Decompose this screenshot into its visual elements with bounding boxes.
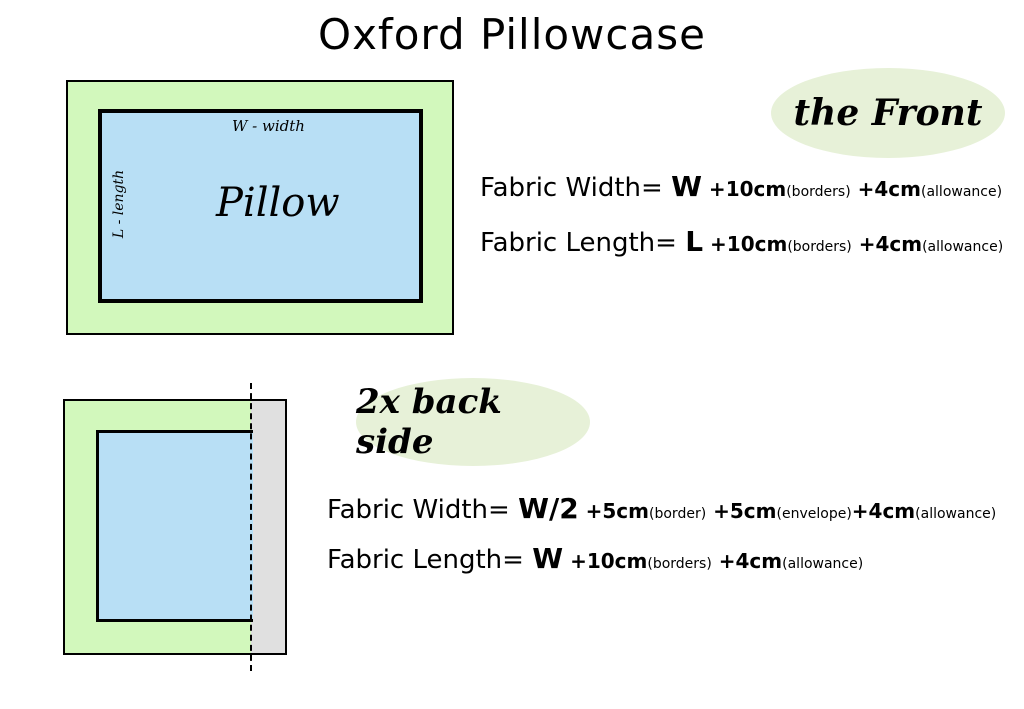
formula-variable: W/2 bbox=[518, 492, 579, 525]
fold-line bbox=[250, 383, 252, 671]
formula-note: (envelope) bbox=[776, 506, 852, 522]
formula-variable: L bbox=[685, 225, 704, 258]
formula-note: (allowance) bbox=[915, 506, 997, 522]
formula-lead: Fabric Width= bbox=[480, 173, 672, 203]
formula-lead: Fabric Length= bbox=[480, 228, 686, 258]
formula-term: +4cm bbox=[851, 499, 916, 523]
formula-term: +10cm bbox=[701, 177, 787, 201]
formula-note: (allowance) bbox=[922, 239, 1004, 255]
formula-term: +10cm bbox=[703, 232, 788, 256]
back-envelope-flap bbox=[251, 401, 285, 653]
back-width-formula: Fabric Width= W/2 +5cm(border) +5cm(enve… bbox=[327, 492, 996, 525]
width-label: W - width bbox=[232, 117, 305, 135]
formula-note: (allowance) bbox=[782, 556, 864, 572]
pillow-label: Pillow bbox=[216, 180, 340, 226]
formula-note: (borders) bbox=[787, 239, 852, 255]
formula-note: (border) bbox=[649, 506, 707, 522]
formula-variable: W bbox=[671, 170, 702, 203]
formula-term: +5cm bbox=[706, 499, 777, 523]
formula-term: +4cm bbox=[711, 549, 783, 573]
formula-term: +10cm bbox=[563, 549, 648, 573]
front-width-formula: Fabric Width= W +10cm(borders) +4cm(allo… bbox=[480, 170, 1002, 203]
back-pillow-panel bbox=[96, 430, 253, 622]
formula-lead: Fabric Width= bbox=[327, 495, 519, 525]
formula-term: +5cm bbox=[578, 499, 650, 523]
formula-term: +4cm bbox=[851, 232, 923, 256]
page-title: Oxford Pillowcase bbox=[318, 10, 706, 59]
formula-variable: W bbox=[532, 542, 564, 575]
back-badge: 2x back side bbox=[356, 378, 590, 466]
formula-note: (borders) bbox=[786, 184, 851, 200]
formula-note: (borders) bbox=[647, 556, 712, 572]
front-length-formula: Fabric Length= L +10cm(borders) +4cm(all… bbox=[480, 225, 1003, 258]
length-label: L - length bbox=[111, 169, 127, 239]
formula-lead: Fabric Length= bbox=[327, 545, 533, 575]
formula-note: (allowance) bbox=[921, 184, 1003, 200]
formula-term: +4cm bbox=[850, 177, 921, 201]
back-length-formula: Fabric Length= W +10cm(borders) +4cm(all… bbox=[327, 542, 863, 575]
front-badge: the Front bbox=[771, 68, 1005, 158]
front-pillow-panel bbox=[98, 109, 423, 303]
